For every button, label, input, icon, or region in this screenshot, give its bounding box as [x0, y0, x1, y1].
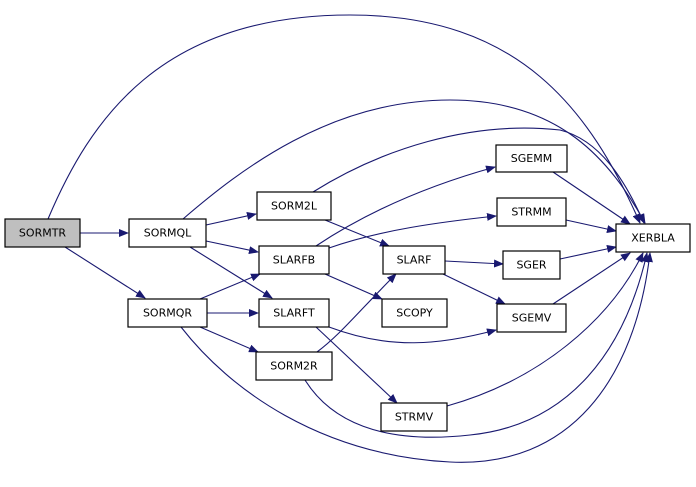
svg-text:SGEMM: SGEMM [511, 152, 552, 165]
edge-sger-xerbla [559, 244, 617, 260]
node-slarft[interactable]: SLARFT [258, 298, 330, 328]
node-sorm2l[interactable]: SORM2L [256, 191, 332, 221]
edge-slarfb-sgemm [315, 165, 496, 247]
svg-text:SORM2R: SORM2R [270, 360, 318, 373]
svg-text:SORM2L: SORM2L [271, 200, 318, 213]
svg-text:SLARF: SLARF [397, 254, 432, 267]
edge-sorm2r-xerbla [304, 252, 649, 438]
svg-text:SLARFB: SLARFB [273, 254, 315, 267]
node-sgemv[interactable]: SGEMV [496, 303, 567, 333]
svg-text:SORMQR: SORMQR [143, 307, 192, 320]
svg-text:STRMV: STRMV [395, 411, 434, 424]
edge-sormtr-sormqr [64, 246, 146, 299]
svg-text:SORMQL: SORMQL [144, 227, 192, 240]
edge-sormqr-sorm2r [199, 326, 259, 353]
edge-slarf-sgemv [442, 273, 506, 305]
node-sormqr[interactable]: SORMQR [127, 298, 208, 328]
edge-sorm2l-xerbla [312, 127, 645, 224]
edge-sgemv-xerbla [552, 252, 631, 305]
edge-sormql-xerbla [182, 99, 646, 224]
svg-text:SGER: SGER [516, 259, 546, 272]
edge-sormql-slarfb [205, 240, 259, 255]
node-xerbla[interactable]: XERBLA [615, 223, 691, 253]
edge-sormqr-xerbla [180, 252, 653, 463]
svg-text:XERBLA: XERBLA [631, 232, 675, 245]
svg-text:SORMTR: SORMTR [19, 227, 66, 240]
node-slarfb[interactable]: SLARFB [258, 245, 330, 275]
node-strmv[interactable]: STRMV [380, 402, 448, 432]
edge-sormql-slarft [189, 246, 273, 299]
edge-slarf-sger [444, 259, 504, 268]
node-sger[interactable]: SGER [502, 250, 561, 280]
edge-slarft-strmv [315, 326, 398, 404]
edge-sormql-sorm2l [205, 212, 257, 226]
node-sormtr[interactable]: SORMTR [4, 218, 81, 248]
svg-text:SCOPY: SCOPY [396, 307, 433, 320]
edge-strmm-xerbla [565, 219, 617, 233]
node-sgemm[interactable]: SGEMM [495, 144, 568, 173]
edge-sorm2l-slarf [324, 219, 390, 247]
node-slarf[interactable]: SLARF [382, 245, 446, 275]
edge-slarfb-scopy [324, 273, 383, 300]
svg-text:SLARFT: SLARFT [273, 307, 315, 320]
svg-text:STRMM: STRMM [511, 206, 551, 219]
edge-sormqr-slarfb [199, 273, 261, 300]
node-sormql[interactable]: SORMQL [128, 218, 207, 248]
node-scopy[interactable]: SCOPY [381, 298, 448, 328]
node-strmm[interactable]: STRMM [496, 197, 567, 227]
node-sorm2r[interactable]: SORM2R [255, 351, 333, 381]
edge-sgemm-xerbla [552, 171, 631, 225]
edge-sorm2r-slarf [316, 273, 397, 353]
edge-strmv-xerbla [446, 252, 644, 407]
edge-slarfb-strmm [328, 212, 497, 249]
svg-text:SGEMV: SGEMV [512, 312, 552, 325]
edge-sormtr-xerbla [47, 14, 641, 224]
edge-slarft-sgemv [328, 326, 497, 344]
